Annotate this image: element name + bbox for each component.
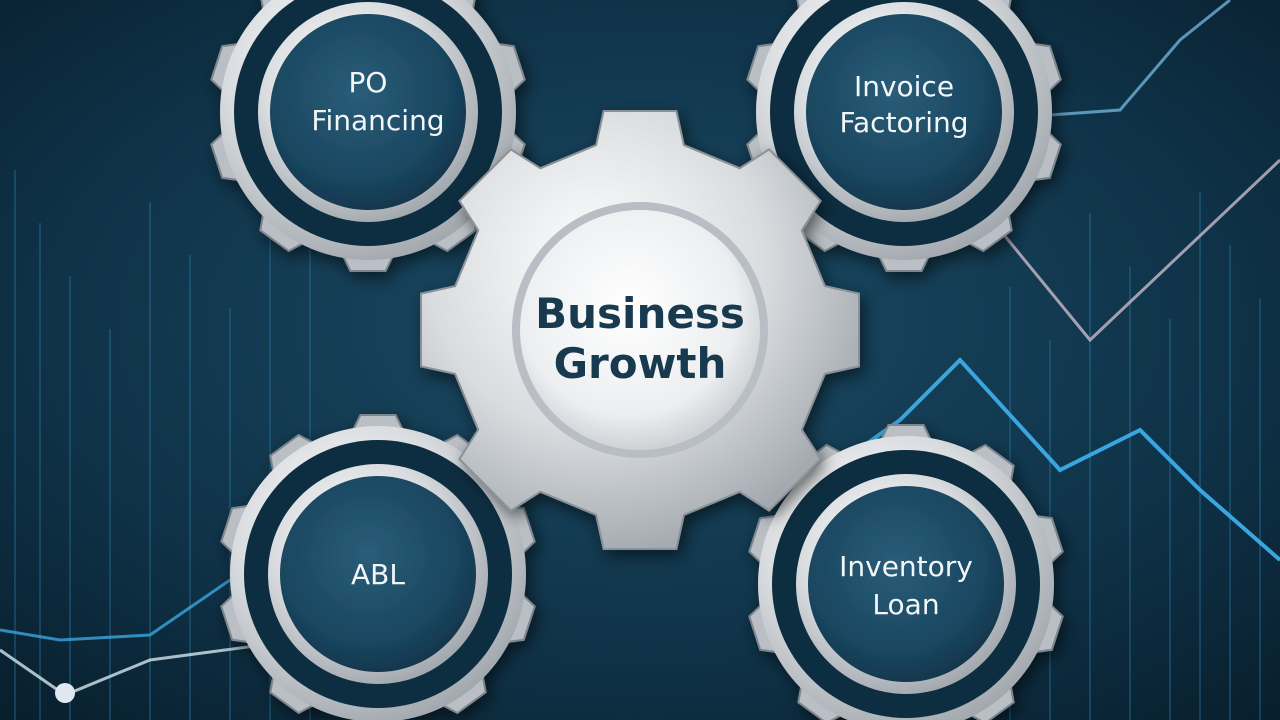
gear-label-inventory: Inventory: [839, 550, 973, 583]
gear-label-abl: ABL: [351, 558, 405, 591]
center-gear: [420, 110, 860, 550]
gear-inventory-loan: [748, 424, 1064, 720]
gear-label-invoice: Invoice: [854, 70, 954, 103]
center-label-line1: Business: [535, 289, 745, 338]
gear-po-financing: [210, 0, 526, 272]
gear-label-factoring: Factoring: [839, 106, 968, 139]
gear-label-loan: Loan: [872, 588, 939, 621]
trend-point: [55, 683, 75, 703]
gear-invoice-factoring: [746, 0, 1062, 272]
trend-line-upper: [998, 158, 1280, 343]
center-label-line2: Growth: [554, 339, 727, 388]
trend-line-top: [1049, 0, 1231, 117]
trend-line-bottom-left: [0, 638, 301, 697]
gear-label-financing: Financing: [311, 104, 444, 137]
gear-label-po: PO: [349, 66, 388, 99]
trend-line-blue: [828, 357, 1280, 562]
gear-abl: [220, 414, 536, 720]
